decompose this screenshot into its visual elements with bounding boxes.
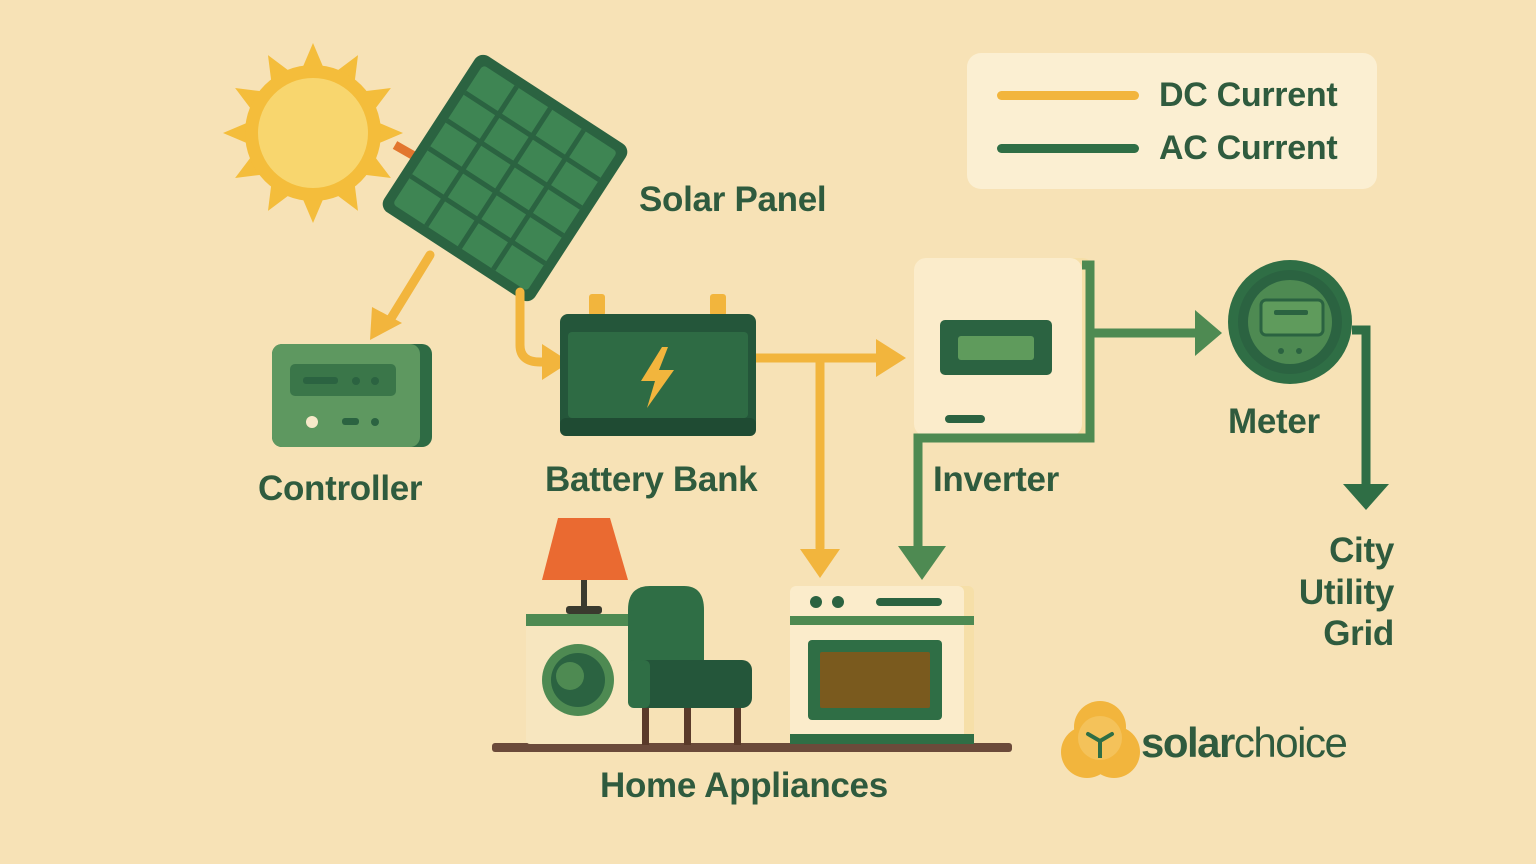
sun-ray: [364, 88, 391, 110]
appliances-dc-arrowhead: [800, 549, 840, 578]
inverter-frame-line: [913, 260, 1095, 548]
panel-cell-divider: [424, 85, 519, 228]
battery-arrowhead: [542, 344, 570, 380]
legend-swatch-ac: [997, 143, 1139, 153]
meter-label: Meter: [1228, 402, 1320, 441]
home-appliances-label: Home Appliances: [600, 766, 888, 805]
sun-ray: [336, 55, 358, 82]
brand-logo-icon: [1061, 701, 1140, 778]
sun-ray: [235, 156, 262, 178]
controller-arrowhead: [370, 307, 402, 340]
solar-panel-icon: [382, 54, 628, 302]
dc-arrowheads: [370, 307, 906, 578]
ac-current-lines: [913, 260, 1196, 548]
inverter-icon: [914, 258, 1094, 436]
panel-cell-divider: [491, 128, 586, 271]
panel-cell-divider: [457, 107, 553, 249]
legend: DC Current AC Current: [967, 53, 1377, 189]
controller-label: Controller: [258, 469, 423, 508]
controller-icon: [272, 344, 432, 447]
legend-item-ac: AC Current: [997, 128, 1338, 168]
panel-to-battery-line: [515, 287, 553, 367]
panel-cell-divider: [463, 90, 601, 182]
legend-label-dc: DC Current: [1159, 75, 1338, 114]
meter-icon: [1228, 260, 1389, 510]
brand-wordmark: solarchoice: [1141, 719, 1348, 766]
panel-to-controller-line: [385, 250, 435, 325]
sun-ray: [302, 198, 324, 223]
sun-ray: [378, 122, 403, 144]
ac-arrowheads: [898, 310, 1222, 580]
legend-swatch-dc: [997, 90, 1139, 100]
solar-panel-label: Solar Panel: [639, 180, 827, 219]
battery-bank-label: Battery Bank: [545, 460, 758, 499]
brand-choice-text: choice: [1233, 719, 1348, 766]
city-utility-grid-label: City Utility Grid: [1298, 531, 1394, 654]
sun-ray: [268, 55, 290, 82]
panel-cell-divider: [445, 118, 583, 210]
oven-icon: [790, 586, 974, 744]
appliances-ac-arrowhead: [898, 546, 946, 580]
inverter-arrowhead: [876, 339, 906, 377]
lamp-icon: [542, 518, 628, 614]
sun-ray: [364, 156, 391, 178]
meter-arrowhead: [1195, 310, 1222, 356]
floor-line: [492, 743, 1012, 752]
battery-icon: [560, 294, 756, 436]
panel-cell-divider: [427, 146, 565, 238]
brand-solar-text: solar: [1141, 719, 1235, 766]
legend-label-ac: AC Current: [1159, 128, 1338, 167]
dc-current-lines: [385, 250, 885, 553]
panel-cell-divider: [409, 174, 547, 266]
sun-ray: [235, 88, 262, 110]
sun-ray: [268, 184, 290, 211]
sun-ray: [223, 122, 248, 144]
washing-machine-icon: [526, 614, 646, 744]
armchair-icon: [628, 586, 752, 745]
inverter-label: Inverter: [933, 460, 1059, 499]
legend-item-dc: DC Current: [997, 75, 1338, 115]
sun-ray: [336, 184, 358, 211]
sun-ray: [302, 43, 324, 68]
sun-icon: [223, 43, 433, 223]
